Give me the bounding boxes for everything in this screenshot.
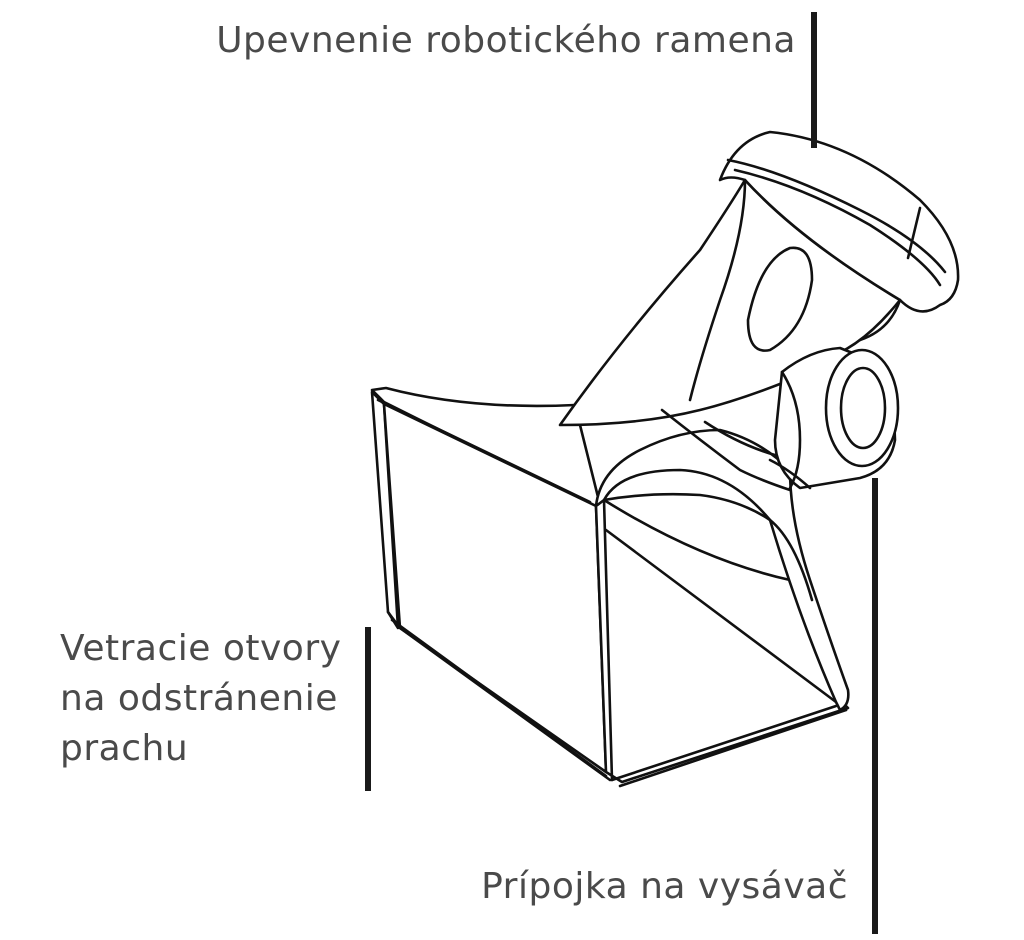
hood-box (370, 386, 850, 788)
connector-leader-line (872, 478, 878, 934)
vent-holes-label-line2: na odstránenie (60, 678, 338, 719)
vacuum-connector-label: Prípojka na vysávač (481, 866, 848, 907)
vent-leader-line (365, 627, 371, 791)
robot-mount-flange (688, 130, 960, 402)
robot-mount-label: Upevnenie robotického ramena (216, 20, 796, 61)
vent-holes-label-line3: prachu (60, 728, 189, 769)
vent-holes-label-line1: Vetracie otvory (60, 628, 342, 669)
vacuum-connector (768, 346, 900, 490)
funnel-body (558, 178, 902, 712)
vent-holes-label: Vetracie otvory na odstránenie prachu (60, 624, 341, 774)
mount-leader-line (811, 12, 817, 148)
